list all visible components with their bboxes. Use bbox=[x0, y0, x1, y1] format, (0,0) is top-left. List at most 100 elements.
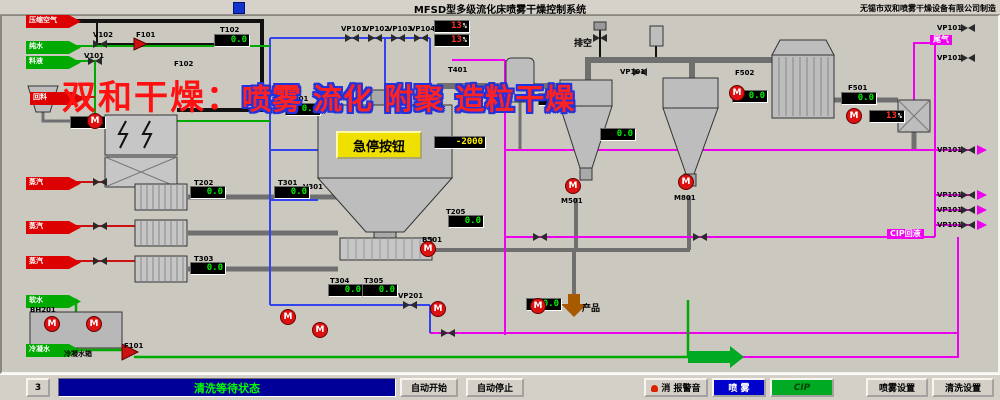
spray-button[interactable]: 喷 雾 bbox=[712, 378, 766, 397]
motor-icon[interactable]: M bbox=[846, 108, 862, 124]
device-tag: VP101 bbox=[620, 68, 646, 76]
pipes-black bbox=[72, 19, 657, 112]
inlet-arrow: 蒸汽 bbox=[26, 177, 81, 190]
motor-icon[interactable]: M bbox=[86, 316, 102, 332]
device-tag: VP101 bbox=[937, 146, 963, 154]
motor-icon[interactable]: M bbox=[87, 113, 103, 129]
device-tag: 排空 bbox=[574, 39, 593, 49]
spray-settings-button[interactable]: 喷雾设置 bbox=[866, 378, 928, 397]
control-bar: 3 清洗等待状态 自动开始 自动停止 消 报警音 喷 雾 CIP 喷雾设置 清洗… bbox=[0, 374, 1000, 400]
vent-device bbox=[649, 25, 664, 47]
motor-icon[interactable]: M bbox=[678, 174, 694, 190]
numeric-display: 0.0 bbox=[328, 284, 364, 297]
emergency-stop-button[interactable]: 急停按钮 bbox=[336, 131, 422, 159]
device-tag: VP201 bbox=[398, 292, 424, 300]
device-tag: F102 bbox=[174, 60, 194, 68]
device-tag: T303 bbox=[194, 255, 214, 263]
inlet-arrow: 压缩空气 bbox=[26, 15, 81, 28]
device-tag: T202 bbox=[194, 179, 214, 187]
inlet-arrow: 蒸汽 bbox=[26, 256, 81, 269]
cip-button[interactable]: CIP bbox=[770, 378, 834, 397]
numeric-display: 0.0 bbox=[214, 34, 250, 47]
heat-exchanger bbox=[771, 54, 835, 119]
alarm-bell-icon bbox=[651, 385, 659, 392]
device-tag: CIP回液 bbox=[887, 229, 924, 239]
device-tag: T102 bbox=[220, 26, 240, 34]
green-flow-arrow bbox=[688, 346, 744, 368]
numeric-display: 13% bbox=[434, 20, 470, 33]
steam-heater-1 bbox=[134, 183, 188, 211]
device-tag: T305 bbox=[364, 277, 384, 285]
motor-icon[interactable]: M bbox=[44, 316, 60, 332]
numeric-display: 0.0 bbox=[190, 262, 226, 275]
auto-stop-button[interactable]: 自动停止 bbox=[466, 378, 524, 397]
device-tag: T205 bbox=[446, 208, 466, 216]
mute-alarm-label: 消 报警音 bbox=[661, 384, 701, 394]
valve-symbols[interactable] bbox=[88, 24, 975, 337]
motor-icon[interactable]: M bbox=[280, 309, 296, 325]
electric-heater bbox=[104, 114, 178, 156]
numeric-display: 13% bbox=[434, 34, 470, 47]
page-title: MFSD型多级流化床喷雾干燥控制系统 bbox=[413, 5, 587, 16]
magenta-arrowheads bbox=[977, 145, 987, 230]
device-tag: VP101 bbox=[341, 25, 367, 33]
steam-heater-3 bbox=[134, 255, 188, 283]
device-tag: VP101 bbox=[937, 221, 963, 229]
inlet-arrow: 冷凝水 bbox=[26, 344, 81, 357]
device-tag: V301 bbox=[303, 183, 324, 191]
auto-start-button[interactable]: 自动开始 bbox=[400, 378, 458, 397]
device-tag: F101 bbox=[124, 342, 144, 350]
product-arrow bbox=[561, 294, 587, 317]
page-button[interactable]: 3 bbox=[26, 378, 50, 397]
numeric-display: 0.0 bbox=[600, 128, 636, 141]
device-tag: VP102 bbox=[364, 25, 390, 33]
device-tag: 尾气 bbox=[930, 35, 952, 45]
motor-icon[interactable]: M bbox=[729, 85, 745, 101]
numeric-display: 0.0 bbox=[285, 103, 321, 116]
motor-icon[interactable]: M bbox=[530, 298, 546, 314]
motor-icon[interactable]: M bbox=[312, 322, 328, 338]
numeric-display: -2000 bbox=[434, 136, 486, 149]
inlet-arrow: 料液 bbox=[26, 56, 81, 69]
equipment bbox=[27, 21, 931, 349]
inlet-arrow: 回料 bbox=[30, 92, 85, 105]
app-icon bbox=[233, 2, 245, 14]
device-tag: VP101 bbox=[937, 206, 963, 214]
numeric-display: 13% bbox=[538, 93, 574, 106]
device-tag: VP103 bbox=[387, 25, 413, 33]
lightning-icon bbox=[117, 120, 153, 149]
pump-icons[interactable] bbox=[121, 37, 149, 361]
device-tag: M501 bbox=[561, 197, 583, 205]
device-tag: T301 bbox=[278, 179, 298, 187]
device-tag: VP101 bbox=[937, 54, 963, 62]
numeric-display: 0.0 bbox=[274, 186, 310, 199]
drying-tower-cone bbox=[316, 177, 454, 233]
clean-settings-button[interactable]: 清洗设置 bbox=[932, 378, 994, 397]
motor-icon[interactable]: M bbox=[430, 301, 446, 317]
mute-alarm-button[interactable]: 消 报警音 bbox=[644, 378, 708, 397]
device-tag: VP101 bbox=[937, 191, 963, 199]
device-tag: M801 bbox=[674, 194, 696, 202]
device-tag: F502 bbox=[735, 69, 755, 77]
motor-icon[interactable]: M bbox=[420, 241, 436, 257]
numeric-display: 13% bbox=[869, 110, 905, 123]
device-tag: VP101 bbox=[937, 24, 963, 32]
inlet-arrow: 软水 bbox=[26, 295, 81, 308]
device-tag: F501 bbox=[848, 84, 868, 92]
device-tag: VP104 bbox=[410, 25, 436, 33]
steam-heater-2 bbox=[134, 219, 188, 247]
device-tag: B501 bbox=[422, 236, 442, 244]
inlet-arrow: 纯水 bbox=[26, 41, 81, 54]
device-tag: F101 bbox=[136, 31, 156, 39]
cip-vessel bbox=[505, 57, 535, 103]
device-tag: T304 bbox=[330, 277, 350, 285]
air-ducts bbox=[41, 57, 917, 294]
manufacturer-text: 无锡市双和喷雾干燥设备有限公司制造 bbox=[860, 4, 996, 13]
numeric-display: 0.0 bbox=[841, 92, 877, 105]
device-tag: V101 bbox=[84, 52, 105, 60]
status-bar: 清洗等待状态 bbox=[58, 378, 396, 397]
motor-icon[interactable]: M bbox=[565, 178, 581, 194]
device-tag: V102 bbox=[93, 31, 114, 39]
